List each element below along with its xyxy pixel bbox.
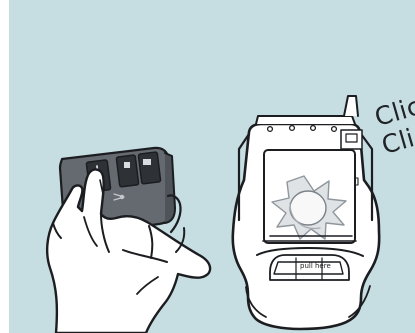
remote-hand-group bbox=[47, 148, 210, 333]
opener-top-cover bbox=[256, 116, 355, 124]
pull-here-label: pull here bbox=[300, 262, 331, 270]
opener-unit-group: •D •B pull here bbox=[233, 96, 379, 329]
remote-button-2 bbox=[116, 155, 139, 187]
remote-side-shadow bbox=[165, 153, 175, 223]
remote-button-3 bbox=[138, 152, 161, 184]
